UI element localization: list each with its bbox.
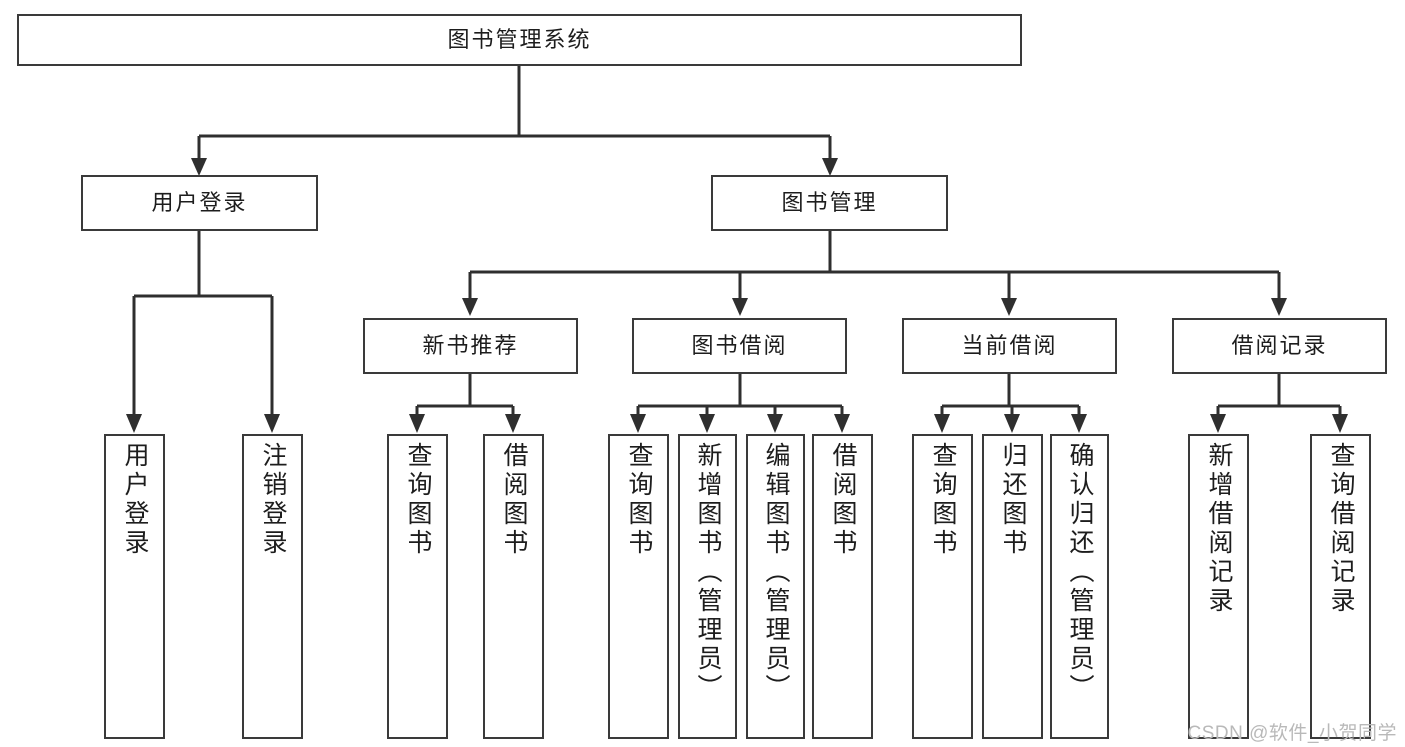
leaf-borrow-book[interactable]: 借阅图书 (812, 434, 873, 739)
node-book-borrow[interactable]: 图书借阅 (632, 318, 847, 374)
node-root[interactable]: 图书管理系统 (17, 14, 1022, 66)
leaf-query-book-current-label: 查询图书 (929, 442, 957, 558)
arrowhead-leaf-4 (505, 414, 521, 433)
arrowhead-leaf-1 (126, 414, 142, 433)
leaf-query-book-newbook[interactable]: 查询图书 (387, 434, 448, 739)
arrowhead-leaf-11 (1071, 414, 1087, 433)
node-user-login[interactable]: 用户登录 (81, 175, 318, 231)
leaf-borrow-book-label: 借阅图书 (829, 442, 857, 558)
arrowhead-borrow (732, 298, 748, 316)
leaf-return-book[interactable]: 归还图书 (982, 434, 1043, 739)
leaf-add-book-admin[interactable]: 新增图书（管理员） (678, 434, 737, 739)
leaf-borrow-book-newbook-label: 借阅图书 (500, 442, 528, 558)
leaf-logout[interactable]: 注销登录 (242, 434, 303, 739)
leaf-confirm-return-admin-label: 确认归还（管理员） (1066, 442, 1094, 703)
leaf-query-borrow-record[interactable]: 查询借阅记录 (1310, 434, 1371, 739)
arrowhead-group (126, 158, 1348, 433)
arrowhead-current (1001, 298, 1017, 316)
leaf-logout-label: 注销登录 (259, 442, 287, 558)
arrowhead-leaf-2 (264, 414, 280, 433)
arrowhead-leaf-9 (934, 414, 950, 433)
leaf-query-book-newbook-label: 查询图书 (404, 442, 432, 558)
node-book-management[interactable]: 图书管理 (711, 175, 948, 231)
arrowhead-leaf-5 (630, 414, 646, 433)
leaf-user-login[interactable]: 用户登录 (104, 434, 165, 739)
node-book-borrow-label: 图书借阅 (691, 333, 788, 359)
leaf-query-book-current[interactable]: 查询图书 (912, 434, 973, 739)
node-new-book-recommend-label: 新书推荐 (422, 333, 519, 359)
node-root-label: 图书管理系统 (447, 27, 592, 53)
arrowhead-leaf-8 (834, 414, 850, 433)
leaf-edit-book-admin[interactable]: 编辑图书（管理员） (746, 434, 805, 739)
node-borrow-record[interactable]: 借阅记录 (1172, 318, 1387, 374)
leaf-query-book-borrow[interactable]: 查询图书 (608, 434, 669, 739)
node-borrow-record-label: 借阅记录 (1231, 333, 1328, 359)
node-new-book-recommend[interactable]: 新书推荐 (363, 318, 578, 374)
leaf-query-book-borrow-label: 查询图书 (625, 442, 653, 558)
leaf-add-borrow-record[interactable]: 新增借阅记录 (1188, 434, 1249, 739)
leaf-confirm-return-admin[interactable]: 确认归还（管理员） (1050, 434, 1109, 739)
leaf-edit-book-admin-label: 编辑图书（管理员） (762, 442, 790, 703)
arrowhead-leaf-3 (409, 414, 425, 433)
arrowhead-leaf-13 (1332, 414, 1348, 433)
node-user-login-label: 用户登录 (151, 190, 248, 216)
leaf-user-login-label: 用户登录 (121, 442, 149, 558)
arrowhead-leaf-6 (699, 414, 715, 433)
leaf-return-book-label: 归还图书 (999, 442, 1027, 558)
leaf-add-borrow-record-label: 新增借阅记录 (1205, 442, 1233, 616)
leaf-add-book-admin-label: 新增图书（管理员） (694, 442, 722, 703)
arrowhead-leaf-7 (767, 414, 783, 433)
leaf-borrow-book-newbook[interactable]: 借阅图书 (483, 434, 544, 739)
arrowhead-record (1271, 298, 1287, 316)
node-current-borrow[interactable]: 当前借阅 (902, 318, 1117, 374)
arrowhead-newbook (462, 298, 478, 316)
node-current-borrow-label: 当前借阅 (961, 333, 1058, 359)
arrowhead-leaf-12 (1210, 414, 1226, 433)
arrowhead-books (822, 158, 838, 176)
leaf-query-borrow-record-label: 查询借阅记录 (1327, 442, 1355, 616)
arrowhead-login (191, 158, 207, 176)
arrowhead-leaf-10 (1004, 414, 1020, 433)
node-book-management-label: 图书管理 (781, 190, 878, 216)
